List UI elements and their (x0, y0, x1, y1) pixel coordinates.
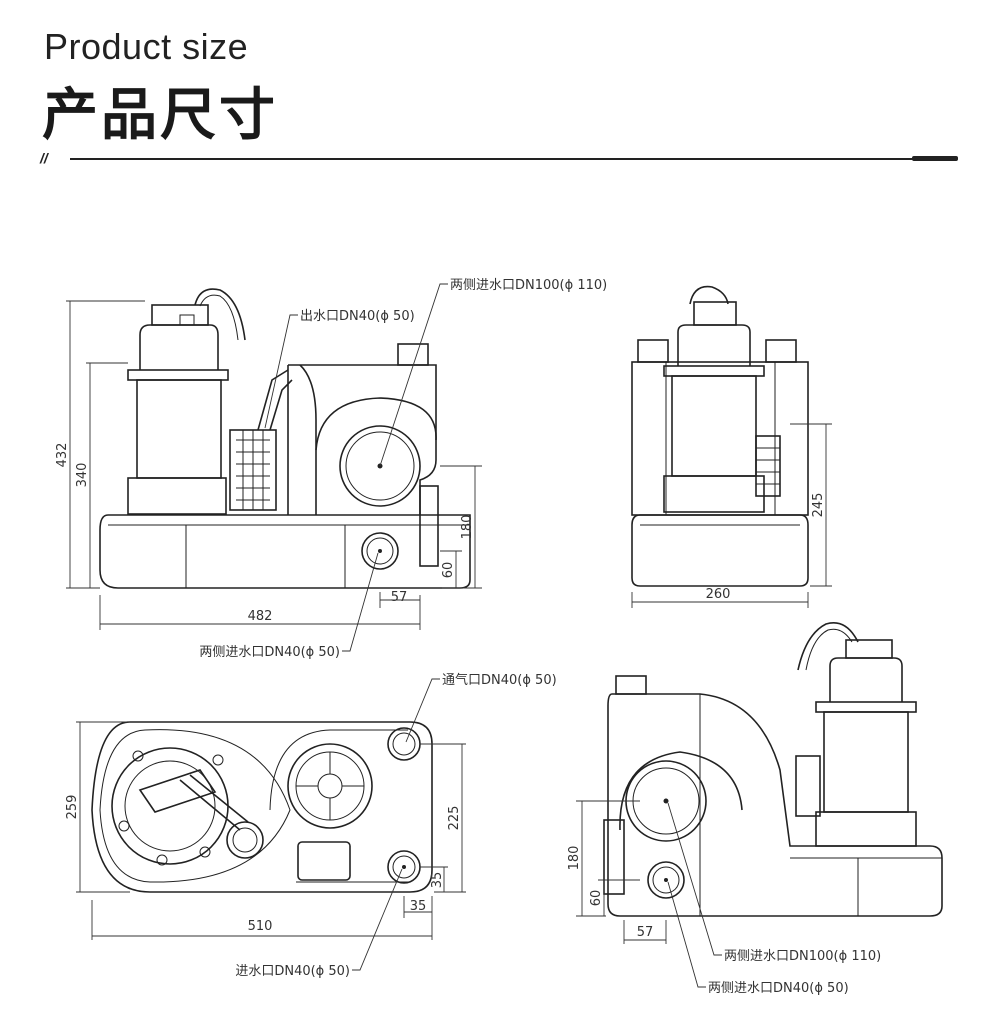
dim-rear-height-inlet: 60 (589, 890, 604, 907)
dim-front-height-body: 340 (75, 463, 90, 488)
divider-line (70, 158, 915, 160)
dim-top-depth: 259 (65, 795, 80, 820)
top-view-labels: 259 225 35 35 510 通气口DN40(ϕ 50) 进水口DN40(… (65, 672, 557, 979)
callout-front-outlet: 出水口DN40(ϕ 50) (300, 309, 415, 324)
dim-top-edge-x: 35 (410, 899, 427, 914)
rear-view-dimensions (576, 800, 722, 988)
dim-side-width: 260 (706, 587, 731, 602)
front-view-dimensions (66, 283, 482, 652)
dim-rear-height-outlet: 180 (567, 846, 582, 871)
dim-front-height-total: 432 (55, 443, 70, 468)
dim-top-edge-y: 35 (430, 872, 445, 889)
callout-front-inlet-small: 两侧进水口DN40(ϕ 50) (199, 645, 340, 660)
callout-front-inlet-large: 两侧进水口DN100(ϕ 110) (450, 278, 607, 293)
side-view-labels: 245 260 (706, 493, 826, 602)
callout-top-vent: 通气口DN40(ϕ 50) (442, 672, 557, 688)
dim-top-spacing: 225 (447, 806, 462, 831)
callout-rear-inlet-large: 两侧进水口DN100(ϕ 110) (724, 949, 881, 964)
side-view (631, 285, 809, 587)
slash-mark: // (40, 150, 48, 166)
title-divider: // (40, 150, 960, 170)
top-view (91, 721, 433, 893)
dim-front-height-inlet: 60 (441, 562, 456, 579)
dim-front-width: 482 (248, 609, 273, 624)
dim-side-height: 245 (811, 493, 826, 518)
dim-rear-offset-inlet: 57 (637, 925, 654, 940)
callout-top-inlet: 进水口DN40(ϕ 50) (235, 964, 350, 979)
rear-view-labels: 180 60 57 两侧进水口DN100(ϕ 110) 两侧进水口DN40(ϕ … (567, 846, 881, 996)
front-view-labels: 432 340 180 60 57 482 出水口DN40(ϕ 50) 两侧进水… (55, 278, 607, 660)
front-view (99, 288, 471, 589)
title-chinese: 产品尺寸 (42, 83, 278, 148)
side-view-dimensions (631, 423, 832, 608)
rear-view (603, 622, 943, 917)
callout-rear-inlet-small: 两侧进水口DN40(ϕ 50) (708, 981, 849, 996)
dim-front-offset-inlet: 57 (391, 590, 408, 605)
dim-top-width: 510 (248, 919, 273, 934)
divider-accent (912, 156, 958, 161)
title-english: Product size (44, 26, 249, 67)
dim-front-height-outlet: 180 (460, 515, 475, 540)
top-view-dimensions (76, 678, 466, 971)
